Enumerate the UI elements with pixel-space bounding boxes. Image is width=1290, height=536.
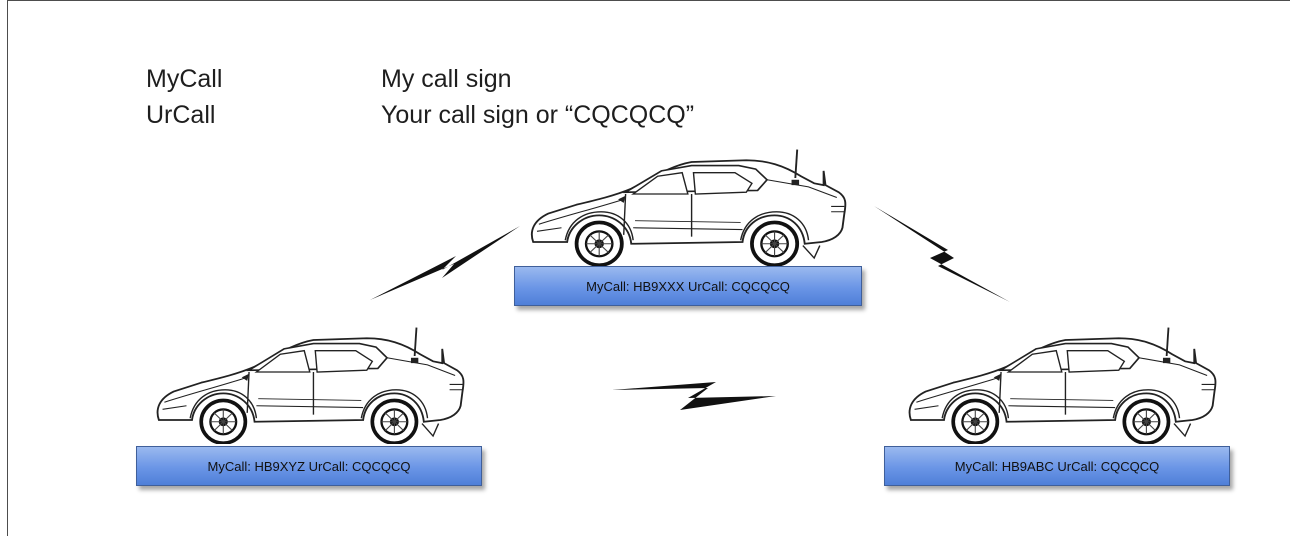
lightning-bolt-icon	[612, 378, 776, 414]
station-label-hb9xyz: MyCall: HB9XYZ UrCall: CQCQCQ	[136, 446, 482, 486]
lightning-bolt-icon	[370, 226, 520, 300]
definition-term-urcall: UrCall	[146, 101, 216, 129]
definition-desc-urcall: Your call sign or “CQCQCQ”	[381, 101, 695, 129]
definition-desc-mycall: My call sign	[381, 65, 512, 93]
lightning-bolt-icon	[874, 206, 1010, 302]
definition-term-mycall: MyCall	[146, 65, 223, 93]
car-icon	[898, 324, 1220, 444]
station-label-hb9xxx: MyCall: HB9XXX UrCall: CQCQCQ	[514, 266, 862, 306]
car-icon	[520, 146, 850, 266]
car-icon	[146, 324, 468, 444]
station-label-hb9abc: MyCall: HB9ABC UrCall: CQCQCQ	[884, 446, 1230, 486]
